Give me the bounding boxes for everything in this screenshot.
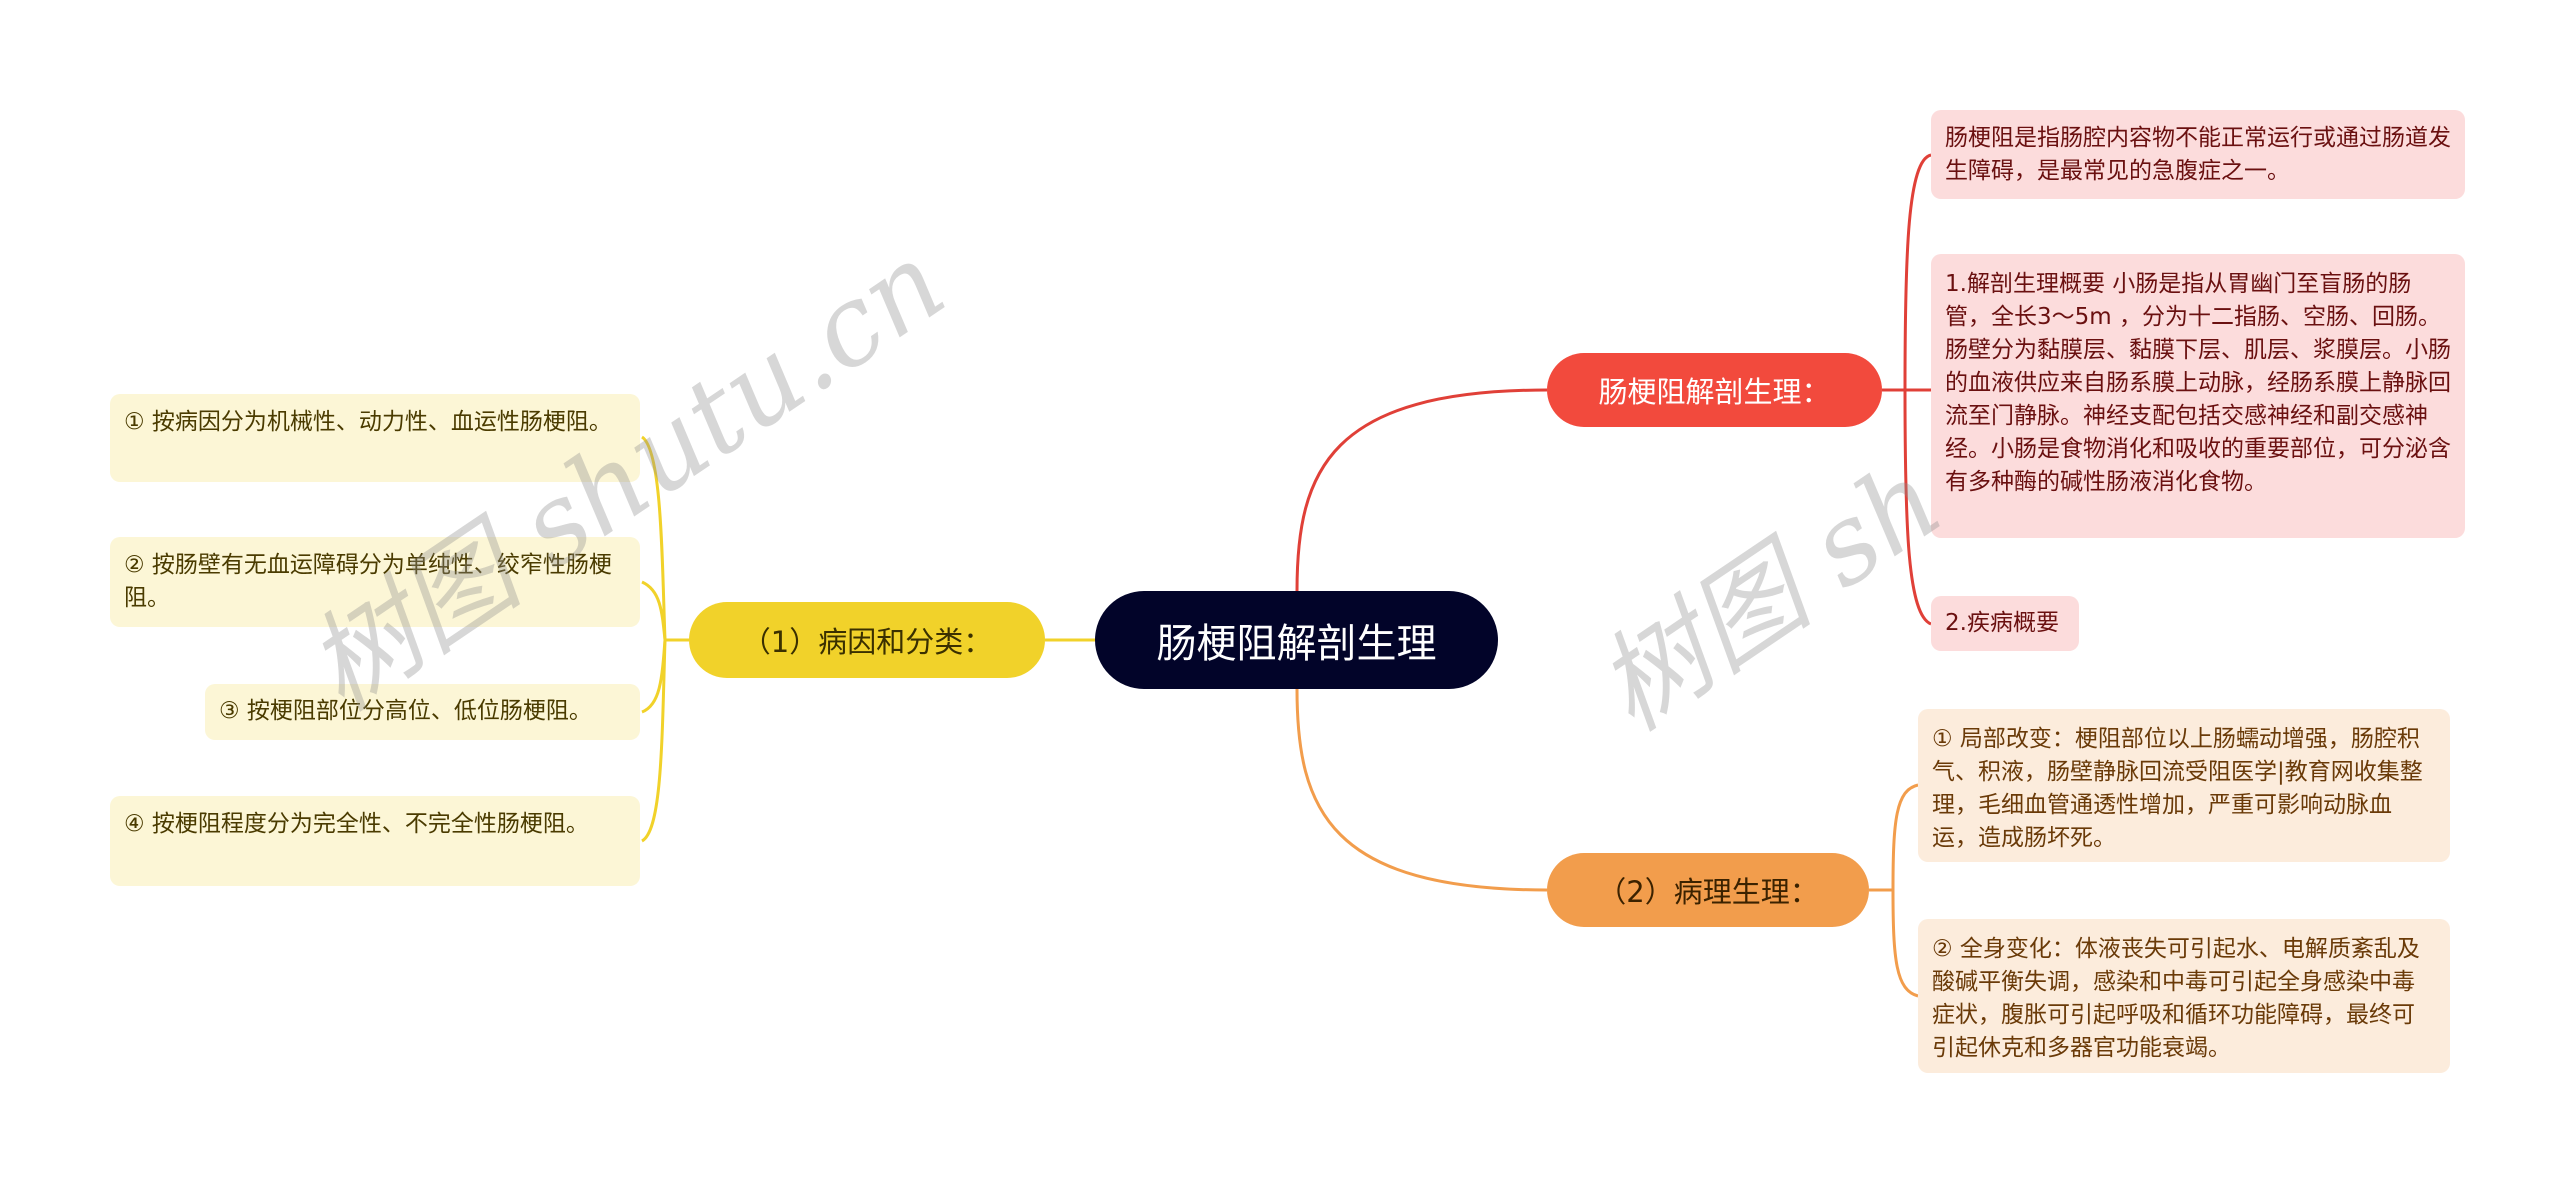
leaf-text: ② 全身变化：体液丧失可引起水、电解质紊乱及酸碱平衡失调，感染和中毒可引起全身感… <box>1932 936 2420 1061</box>
branch-pathophysiology[interactable]: （2）病理生理： <box>1547 853 1869 927</box>
leaf-text: 肠梗阻是指肠腔内容物不能正常运行或通过肠道发生障碍，是最常见的急腹症之一。 <box>1945 125 2451 184</box>
leaf-etiology-3[interactable]: ③ 按梗阻部位分高位、低位肠梗阻。 <box>205 684 640 740</box>
leaf-disease-overview[interactable]: 2.疾病概要 <box>1931 596 2079 651</box>
branch-label: （1）病因和分类： <box>741 625 993 659</box>
branch-label: （2）病理生理： <box>1597 875 1819 909</box>
leaf-text: 2.疾病概要 <box>1945 610 2059 636</box>
leaf-anatomy-overview[interactable]: 1.解剖生理概要 小肠是指从胃幽门至盲肠的肠管，全长3～5m ，分为十二指肠、空… <box>1931 254 2465 538</box>
branch-anatomy-physiology[interactable]: 肠梗阻解剖生理： <box>1547 353 1882 427</box>
leaf-text: ① 局部改变：梗阻部位以上肠蠕动增强，肠腔积气、积液，肠壁静脉回流受阻医学|教育… <box>1932 726 2423 851</box>
leaf-etiology-4[interactable]: ④ 按梗阻程度分为完全性、不完全性肠梗阻。 <box>110 796 640 886</box>
branch-etiology-classification[interactable]: （1）病因和分类： <box>689 602 1045 678</box>
leaf-etiology-1[interactable]: ① 按病因分为机械性、动力性、血运性肠梗阻。 <box>110 394 640 482</box>
root-node[interactable]: 肠梗阻解剖生理 <box>1095 591 1498 689</box>
leaf-text: ④ 按梗阻程度分为完全性、不完全性肠梗阻。 <box>124 811 589 837</box>
leaf-definition[interactable]: 肠梗阻是指肠腔内容物不能正常运行或通过肠道发生障碍，是最常见的急腹症之一。 <box>1931 110 2465 199</box>
leaf-local-changes[interactable]: ① 局部改变：梗阻部位以上肠蠕动增强，肠腔积气、积液，肠壁静脉回流受阻医学|教育… <box>1918 709 2450 862</box>
leaf-text: 1.解剖生理概要 小肠是指从胃幽门至盲肠的肠管，全长3～5m ，分为十二指肠、空… <box>1945 271 2451 495</box>
branch-label: 肠梗阻解剖生理： <box>1598 375 1831 409</box>
root-node-label: 肠梗阻解剖生理 <box>1156 621 1437 667</box>
leaf-text: ① 按病因分为机械性、动力性、血运性肠梗阻。 <box>124 409 612 435</box>
leaf-systemic-changes[interactable]: ② 全身变化：体液丧失可引起水、电解质紊乱及酸碱平衡失调，感染和中毒可引起全身感… <box>1918 919 2450 1073</box>
leaf-etiology-2[interactable]: ② 按肠壁有无血运障碍分为单纯性、绞窄性肠梗阻。 <box>110 537 640 627</box>
leaf-text: ③ 按梗阻部位分高位、低位肠梗阻。 <box>219 698 592 724</box>
leaf-text: ② 按肠壁有无血运障碍分为单纯性、绞窄性肠梗阻。 <box>124 552 612 611</box>
